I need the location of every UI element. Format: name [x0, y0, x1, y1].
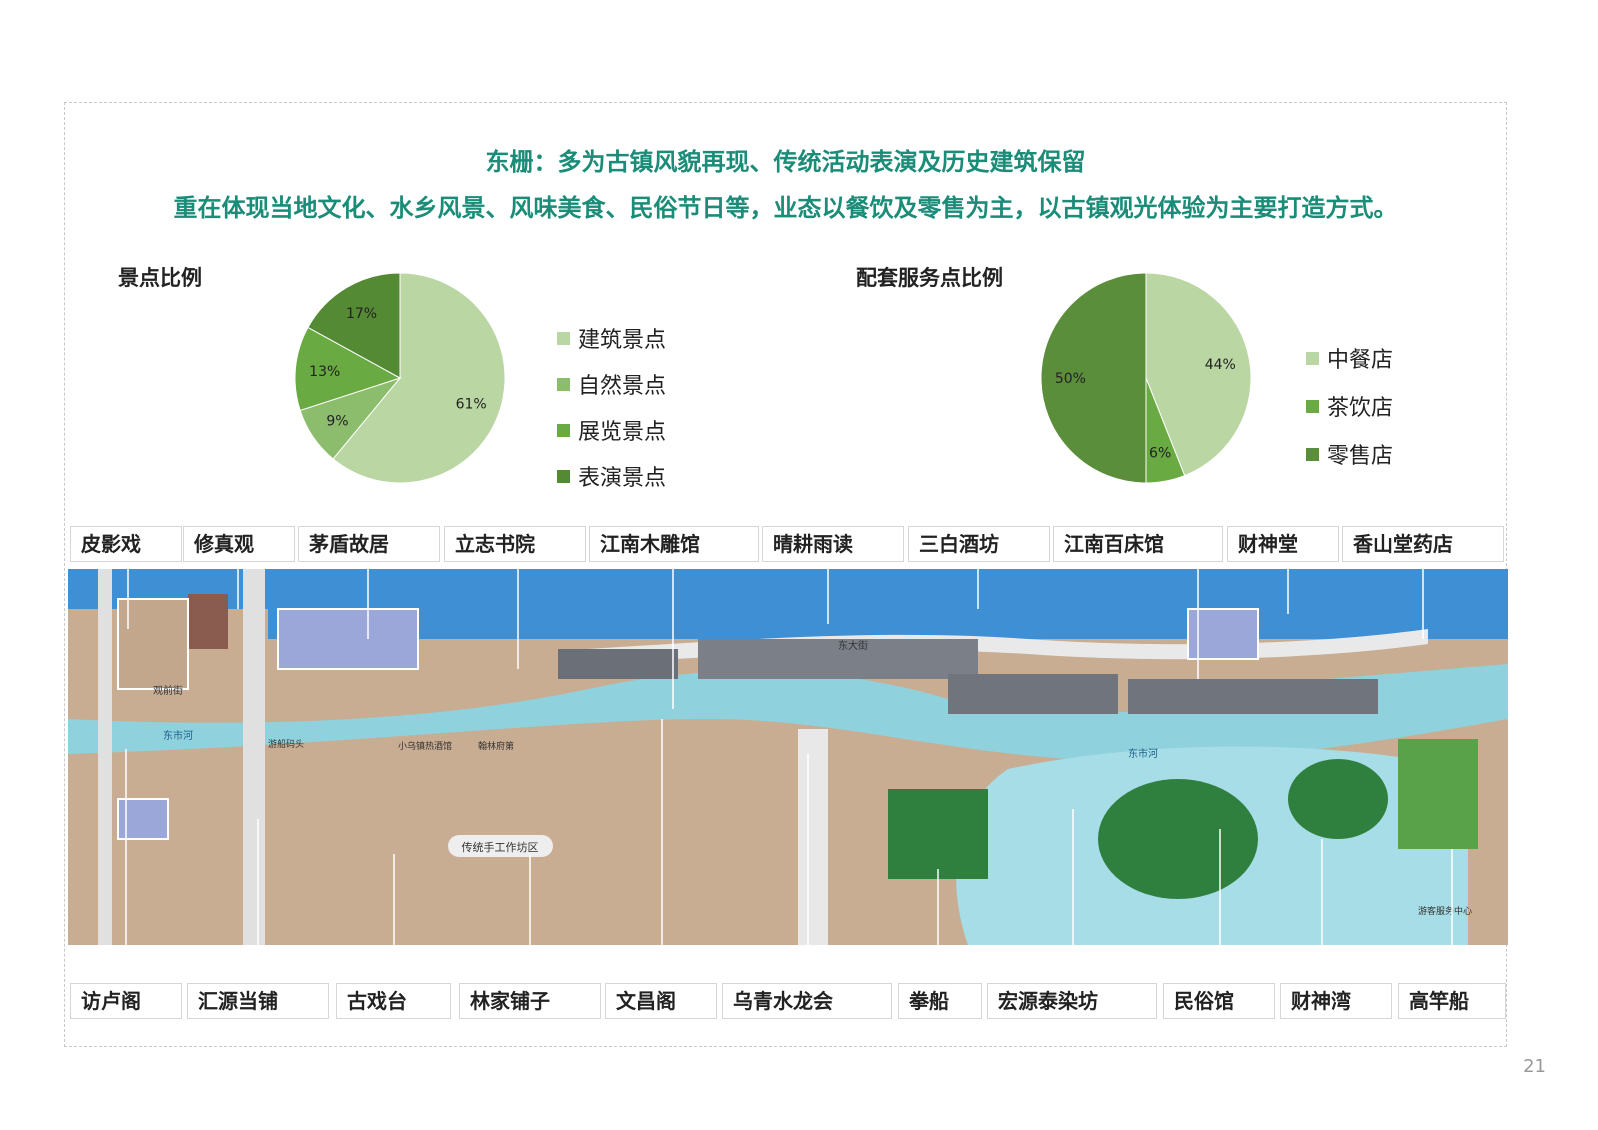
chart1-legend-item: 建筑景点	[557, 322, 666, 354]
label-xiuzhenguan: 修真观	[183, 526, 295, 562]
chart1-data-label-3: 17%	[346, 306, 377, 322]
label-wenchangge: 文昌阁	[605, 983, 717, 1019]
label-qinggeng-yudu: 晴耕雨读	[762, 526, 904, 562]
chart2-legend: 中餐店茶饮店零售店	[1306, 342, 1393, 486]
label-linjia-puzi: 林家铺子	[459, 983, 601, 1019]
chart2-data-label-1: 6%	[1149, 445, 1171, 461]
label-wuqing-shuilonghui: 乌青水龙会	[722, 983, 892, 1019]
headline-primary: 东栅：多为古镇风貌再现、传统活动表演及历史建筑保留	[485, 148, 1086, 176]
chart1-legend-item: 表演景点	[557, 460, 666, 492]
chart1-legend-swatch	[557, 423, 570, 437]
map-river-label-east: 东市河	[1128, 747, 1158, 760]
label-gaoganchuan: 高竿船	[1398, 983, 1506, 1019]
chart2-pie: 44% 6% 50%	[1040, 272, 1252, 484]
chart2-slice-0	[1145, 272, 1252, 477]
chart1-legend-swatch	[557, 377, 570, 391]
map-place-jiuguan: 小乌镇热酒馆	[398, 740, 452, 752]
label-caishenwan: 财神湾	[1280, 983, 1392, 1019]
chart1-legend-swatch	[557, 331, 570, 345]
map-place-hanlin: 翰林府第	[478, 740, 514, 752]
chart1-data-label-0: 61%	[456, 397, 487, 413]
chart2-legend-swatch	[1306, 399, 1319, 413]
chart1-legend-item: 自然景点	[557, 368, 666, 400]
label-maodun-guju: 茅盾故居	[298, 526, 440, 562]
map-tag-workshop: 传统手工作坊区	[462, 840, 539, 854]
chart1-legend-label: 展览景点	[578, 420, 667, 445]
chart2-legend-item: 零售店	[1306, 438, 1393, 470]
chart2-legend-label: 茶饮店	[1327, 396, 1394, 421]
scenic-map: 传统手工作坊区 东大街 东市河 东市河 观前街 小乌镇热酒馆 翰林府第 游船码头…	[68, 569, 1508, 945]
label-quanchuan: 拳船	[898, 983, 982, 1019]
chart1-data-label-2: 13%	[309, 364, 340, 380]
chart1-slice-3	[307, 272, 401, 379]
page-number: 21	[1523, 1056, 1546, 1077]
label-jiangnan-mudiao: 江南木雕馆	[589, 526, 759, 562]
label-hongyuantai: 宏源泰染坊	[987, 983, 1157, 1019]
chart2-legend-swatch	[1306, 351, 1319, 365]
chart2-data-label-0: 44%	[1205, 357, 1236, 373]
chart1-legend-label: 建筑景点	[578, 328, 667, 353]
chart1-pie: 61% 9% 13% 17%	[294, 272, 506, 484]
chart1-legend-swatch	[557, 469, 570, 483]
label-caishentang: 财神堂	[1227, 526, 1339, 562]
chart2-data-label-2: 50%	[1055, 371, 1086, 387]
map-pier: 游船码头	[268, 738, 304, 750]
chart2-legend-item: 茶饮店	[1306, 390, 1393, 422]
chart2-title: 配套服务点比例	[856, 266, 1003, 290]
chart1-legend-label: 表演景点	[578, 466, 667, 491]
label-lizhi-shuyuan: 立志书院	[444, 526, 586, 562]
label-xiangshantang: 香山堂药店	[1342, 526, 1504, 562]
map-street-dongdajie: 东大街	[838, 639, 868, 652]
label-guxitai: 古戏台	[336, 983, 451, 1019]
label-piyingxi: 皮影戏	[70, 526, 182, 562]
chart1-legend: 建筑景点自然景点展览景点表演景点	[557, 322, 666, 506]
chart2-legend-label: 中餐店	[1327, 348, 1394, 373]
chart1-legend-label: 自然景点	[578, 374, 667, 399]
headline-secondary: 重在体现当地文化、水乡风景、风味美食、民俗节日等，业态以餐饮及零售为主，以古镇观…	[173, 194, 1398, 222]
chart2-legend-item: 中餐店	[1306, 342, 1393, 374]
label-minsuguan: 民俗馆	[1163, 983, 1275, 1019]
label-huiyuan-dangpu: 汇源当铺	[187, 983, 329, 1019]
chart1-title: 景点比例	[118, 266, 202, 290]
label-jiangnan-baichuang: 江南百床馆	[1053, 526, 1223, 562]
chart1-slice-0	[332, 272, 506, 484]
chart1-slice-2	[294, 326, 402, 412]
chart1-data-label-1: 9%	[326, 413, 348, 429]
chart2-slice-2	[1040, 272, 1147, 484]
label-sanbai-jiufang: 三白酒坊	[908, 526, 1050, 562]
map-street-guanqianjie: 观前街	[153, 684, 183, 697]
chart1-legend-item: 展览景点	[557, 414, 666, 446]
label-fangluge: 访卢阁	[70, 983, 182, 1019]
chart2-legend-swatch	[1306, 447, 1319, 461]
map-river-label: 东市河	[163, 729, 193, 742]
map-visitor-center: 游客服务中心	[1418, 905, 1472, 917]
chart2-legend-label: 零售店	[1327, 444, 1394, 469]
